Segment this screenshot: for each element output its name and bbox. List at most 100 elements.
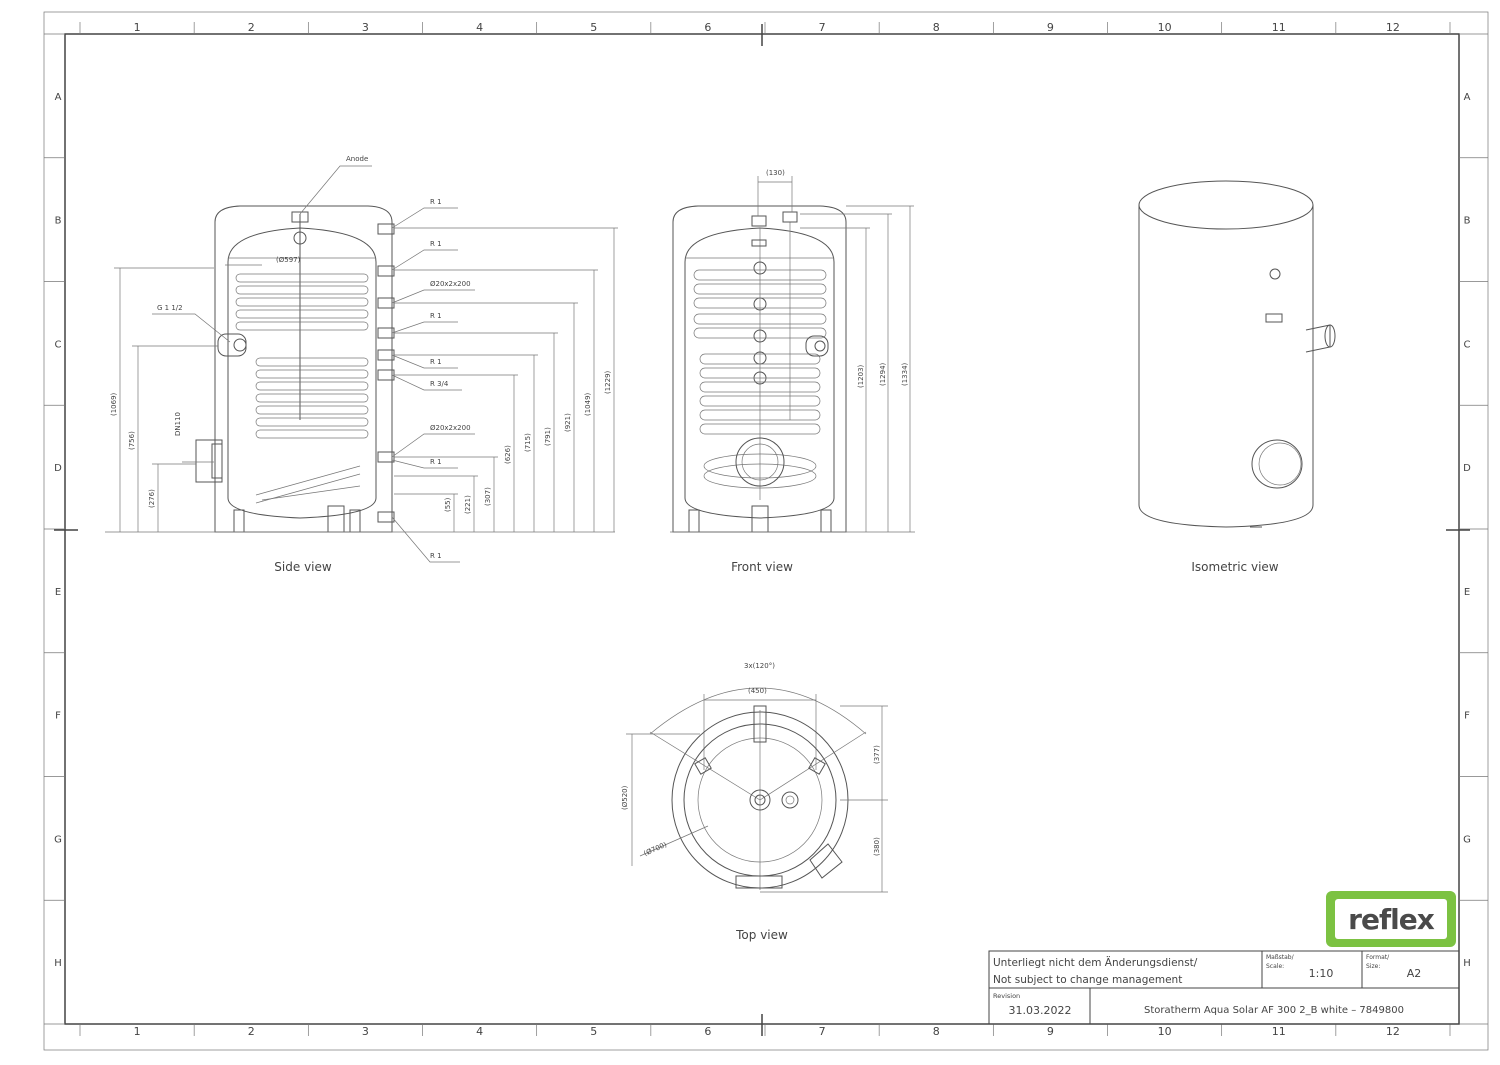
dim-380: (380) xyxy=(873,837,881,856)
grid-row-label-left: F xyxy=(55,711,61,722)
dim-dia520: (Ø520) xyxy=(621,785,629,810)
dim-307: (307) xyxy=(484,487,492,506)
label-r1-e: R 1 xyxy=(430,458,442,466)
dim-377: (377) xyxy=(873,745,881,764)
label-r1-b: R 1 xyxy=(430,240,442,248)
dim-715: (715) xyxy=(524,433,532,452)
scale-value: 1:10 xyxy=(1309,967,1334,980)
dim-1334: (1334) xyxy=(901,362,909,386)
label-r1-a: R 1 xyxy=(430,198,442,206)
grid-row-label-right: F xyxy=(1464,711,1470,722)
dim-1229: (1229) xyxy=(604,370,612,394)
grid-col-label-top: 2 xyxy=(248,21,255,34)
label-anode: Anode xyxy=(346,155,368,163)
side-view-labels: Anode (Ø597) G 1 1/2 R 1 R 1 Ø20x2x200 R… xyxy=(110,155,612,560)
caption-front-view: Front view xyxy=(731,560,793,574)
dim-791: (791) xyxy=(544,427,552,446)
label-dn110: DN110 xyxy=(174,412,182,436)
grid-row-label-right: G xyxy=(1463,834,1471,845)
grid-row-label-right: E xyxy=(1464,587,1470,598)
format-value: A2 xyxy=(1407,967,1422,980)
grid-row-label-left: G xyxy=(54,834,62,845)
reflex-logo-plate: reflex xyxy=(1335,899,1447,939)
dim-450: (450) xyxy=(748,687,767,695)
dim-276: (276) xyxy=(148,489,156,508)
dim-1203: (1203) xyxy=(857,364,865,388)
label-r34: R 3/4 xyxy=(430,380,449,388)
side-view-drawing xyxy=(105,165,618,563)
label-r1-f: R 1 xyxy=(430,552,442,560)
grid-row-label-left: C xyxy=(55,339,62,350)
grid-col-label-bottom: 8 xyxy=(933,1025,940,1038)
dim-921: (921) xyxy=(564,413,572,432)
dim-756: (756) xyxy=(128,431,136,450)
grid-col-label-bottom: 4 xyxy=(476,1025,483,1038)
front-view-labels: (130) (1203) (1294) (1334) xyxy=(766,169,909,388)
title-block xyxy=(988,950,1460,1025)
grid-col-label-bottom: 9 xyxy=(1047,1025,1054,1038)
dim-dia700: (Ø700) xyxy=(643,841,669,858)
grid-row-label-right: H xyxy=(1463,958,1471,969)
label-g112: G 1 1/2 xyxy=(157,304,183,312)
caption-top-view: Top view xyxy=(735,928,788,942)
grid-col-label-top: 11 xyxy=(1272,21,1286,34)
grid-col-label-bottom: 7 xyxy=(819,1025,826,1038)
dim-angle-120: 3x(120°) xyxy=(744,662,775,670)
reflex-logo: reflex xyxy=(1326,891,1456,947)
dim-221: (221) xyxy=(464,495,472,514)
grid-col-label-top: 7 xyxy=(819,21,826,34)
grid-col-label-bottom: 11 xyxy=(1272,1025,1286,1038)
dim-1049: (1049) xyxy=(584,392,592,416)
grid-col-label-bottom: 3 xyxy=(362,1025,369,1038)
top-view-drawing xyxy=(626,687,888,893)
format-label-en: Size: xyxy=(1366,963,1380,970)
note-en: Not subject to change management xyxy=(993,974,1182,986)
label-coil-2: Ø20x2x200 xyxy=(430,424,471,432)
caption-side-view: Side view xyxy=(274,560,332,574)
grid-col-label-bottom: 12 xyxy=(1386,1025,1400,1038)
top-view-labels: 3x(120°) (450) (Ø520) (Ø700) (377) (380) xyxy=(621,662,881,858)
grid-row-label-right: C xyxy=(1464,339,1471,350)
grid-row-label-left: E xyxy=(55,587,61,598)
revision-label: Revision xyxy=(993,992,1020,1000)
grid-col-label-top: 10 xyxy=(1158,21,1172,34)
grid-row-label-right: D xyxy=(1463,463,1471,474)
label-coil-1: Ø20x2x200 xyxy=(430,280,471,288)
grid-col-label-top: 3 xyxy=(362,21,369,34)
caption-isometric-view: Isometric view xyxy=(1191,560,1278,574)
grid-row-label-right: A xyxy=(1464,92,1471,103)
grid-col-label-top: 1 xyxy=(134,21,141,34)
dim-1294: (1294) xyxy=(879,362,887,386)
grid-col-label-top: 12 xyxy=(1386,21,1400,34)
grid-row-label-left: B xyxy=(55,216,62,227)
label-r1-c: R 1 xyxy=(430,312,442,320)
grid-col-label-bottom: 6 xyxy=(704,1025,711,1038)
grid-col-label-top: 6 xyxy=(704,21,711,34)
grid-row-label-left: H xyxy=(54,958,62,969)
grid-col-label-bottom: 10 xyxy=(1158,1025,1172,1038)
drawing-title: Storatherm Aqua Solar AF 300 2_B white –… xyxy=(1144,1005,1404,1016)
scale-label-en: Scale: xyxy=(1266,963,1284,970)
center-marks xyxy=(54,24,1470,1036)
grid-col-label-top: 8 xyxy=(933,21,940,34)
grid-col-label-bottom: 5 xyxy=(590,1025,597,1038)
grid-ticks xyxy=(44,22,1488,1036)
dim-55: (55) xyxy=(444,497,452,512)
label-r1-d: R 1 xyxy=(430,358,442,366)
dim-130: (130) xyxy=(766,169,785,177)
sheet-frame xyxy=(43,11,1489,1051)
grid-row-label-left: D xyxy=(54,463,62,474)
label-dia597: (Ø597) xyxy=(276,256,301,264)
grid-col-label-bottom: 2 xyxy=(248,1025,255,1038)
isometric-view-drawing xyxy=(1138,180,1336,528)
grid-col-label-top: 9 xyxy=(1047,21,1054,34)
reflex-logo-text: reflex xyxy=(1348,902,1435,936)
grid-row-label-right: B xyxy=(1464,216,1471,227)
dim-1069: (1069) xyxy=(110,392,118,416)
format-label-de: Format/ xyxy=(1366,954,1390,961)
scale-label-de: Maßstab/ xyxy=(1266,954,1295,961)
front-view-drawing xyxy=(670,176,915,533)
grid-col-label-bottom: 1 xyxy=(134,1025,141,1038)
